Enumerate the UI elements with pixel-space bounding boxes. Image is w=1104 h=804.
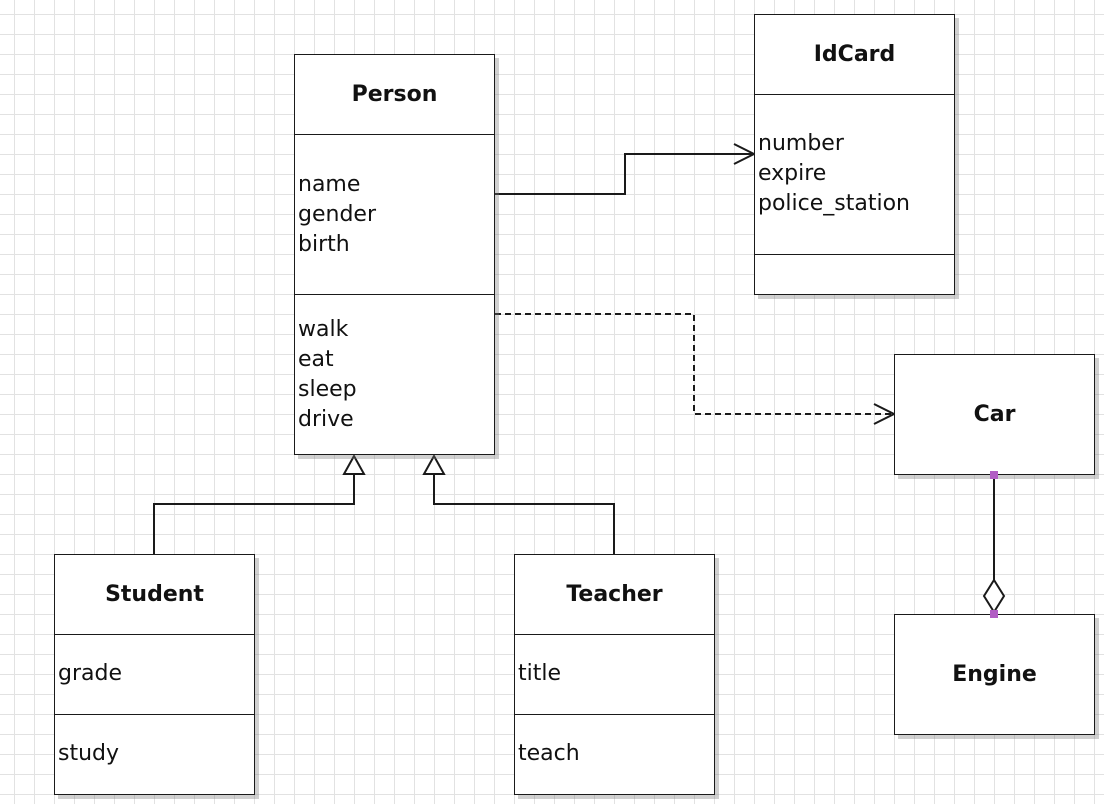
operations-section-student: study — [55, 714, 254, 793]
attribute-number: number — [758, 131, 844, 156]
hollow-diamond-aggregation — [982, 578, 1006, 614]
hollow-triangle-teacher-person — [422, 453, 446, 475]
class-engine[interactable]: Engine — [894, 614, 1095, 735]
operations-section-person: walk eat sleep drive — [295, 294, 494, 453]
endpoint-handle-engine[interactable] — [990, 610, 998, 618]
attribute-title: title — [518, 661, 562, 686]
class-name-person: Person — [351, 82, 438, 107]
generalization-line-student-person[interactable] — [153, 474, 355, 554]
operation-sleep: sleep — [298, 377, 357, 402]
operations-section-idcard — [755, 254, 954, 293]
attribute-expire: expire — [758, 161, 827, 186]
attribute-grade: grade — [58, 661, 122, 686]
operations-section-teacher: teach — [515, 714, 714, 793]
dependency-line-person-car[interactable] — [495, 313, 894, 415]
attributes-section-student: grade — [55, 634, 254, 714]
operation-study: study — [58, 741, 120, 766]
class-name-idcard: IdCard — [813, 42, 896, 67]
class-car[interactable]: Car — [894, 354, 1095, 475]
class-name-engine: Engine — [952, 661, 1037, 687]
generalization-line-teacher-person[interactable] — [433, 474, 615, 554]
attributes-section-person: name gender birth — [295, 134, 494, 294]
attribute-birth: birth — [298, 232, 350, 257]
class-person[interactable]: Person name gender birth walk eat sleep … — [294, 54, 495, 455]
class-name-teacher: Teacher — [566, 582, 663, 607]
hollow-triangle-student-person — [342, 453, 366, 475]
attribute-gender: gender — [298, 202, 376, 227]
operation-walk: walk — [298, 317, 349, 342]
association-line-person-idcard[interactable] — [495, 153, 754, 195]
endpoint-handle-car[interactable] — [990, 471, 998, 479]
class-student[interactable]: Student grade study — [54, 554, 255, 795]
class-teacher[interactable]: Teacher title teach — [514, 554, 715, 795]
attribute-name: name — [298, 172, 361, 197]
operation-drive: drive — [298, 407, 354, 432]
class-idcard[interactable]: IdCard number expire police_station — [754, 14, 955, 295]
operation-eat: eat — [298, 347, 334, 372]
class-name-student: Student — [105, 582, 204, 607]
attributes-section-teacher: title — [515, 634, 714, 714]
class-name-car: Car — [973, 401, 1016, 427]
attributes-section-idcard: number expire police_station — [755, 94, 954, 254]
operation-teach: teach — [518, 741, 580, 766]
attribute-police-station: police_station — [758, 191, 910, 216]
